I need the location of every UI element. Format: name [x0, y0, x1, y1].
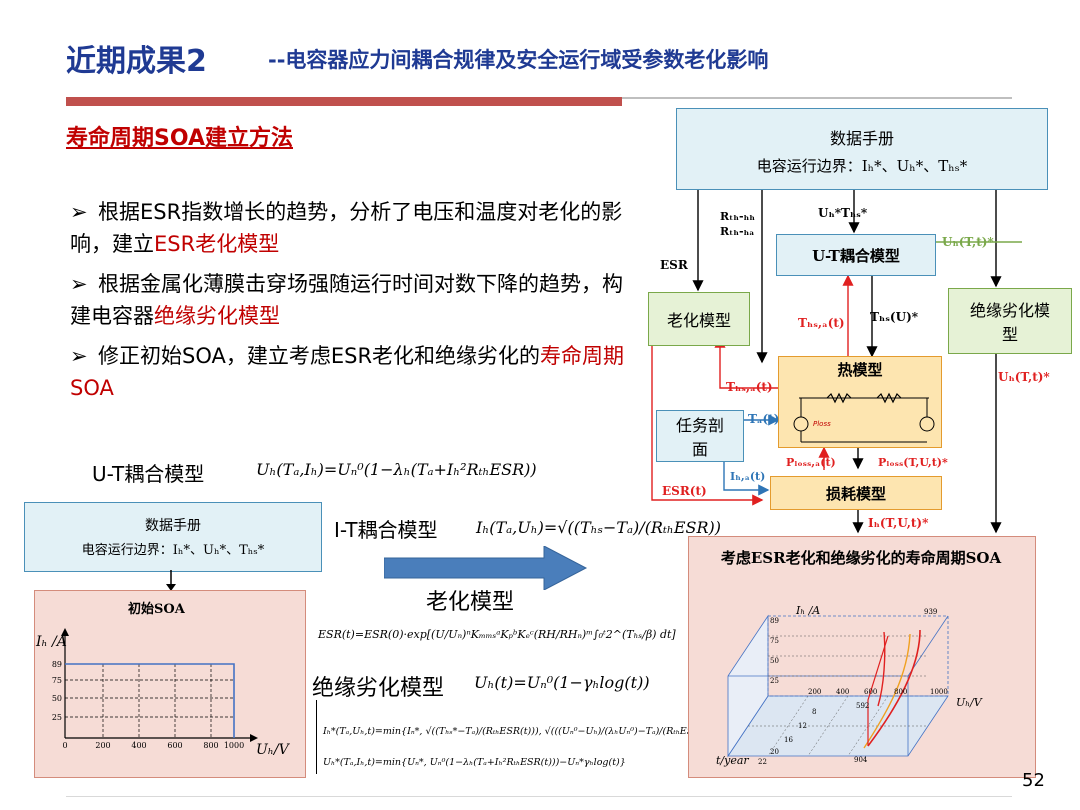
- svg-text:400: 400: [836, 688, 849, 696]
- flow-arrow: [384, 546, 588, 590]
- svg-text:75: 75: [52, 676, 62, 685]
- sig-rth-hc: Rₜₕ-ₕₕ: [720, 210, 755, 223]
- initial-soa-ylabel: Iₕ /A: [36, 634, 67, 650]
- initial-soa-xlabel: Uₕ/V: [256, 742, 289, 758]
- sig-rth-ca: Rₜₕ-ₕₐ: [720, 225, 755, 238]
- datasheet-down-arrow: [166, 570, 176, 591]
- svg-text:1000: 1000: [224, 741, 244, 750]
- lifecycle-soa-title: 考虑ESR老化和绝缘劣化的寿命周期SOA: [720, 549, 1002, 567]
- sig-ta: Tₐ(t): [748, 412, 780, 426]
- it-equation: Iₕ(Tₐ,Uₕ)=√((Tₕₛ−Tₐ)/(RₜₕESR)): [476, 518, 722, 537]
- lifecycle-soa-3d-plot: 89 75 50 25 200 400 600 800 1000 8 12 16…: [716, 604, 983, 767]
- svg-text:200: 200: [808, 688, 821, 696]
- datasheet-box-right: 数据手册 电容运行边界：Iₕ*、Uₕ*、Tₕₛ*: [676, 108, 1048, 190]
- section-heading: 寿命周期SOA建立方法: [66, 126, 293, 151]
- loss-model-block: 损耗模型: [770, 476, 942, 510]
- title-rule-red: [66, 97, 622, 106]
- svg-text:50: 50: [770, 657, 779, 665]
- svg-text:89: 89: [52, 660, 62, 669]
- svg-text:16: 16: [784, 736, 793, 744]
- page-title: 近期成果2: [66, 44, 207, 79]
- flow-connectors: [651, 190, 1022, 534]
- svg-text:400: 400: [131, 741, 146, 750]
- initial-soa-plot: 89 75 50 25 0 200 400 600 800 1000: [52, 628, 258, 750]
- svg-text:50: 50: [52, 694, 62, 703]
- aging-model-label: 老化模型: [426, 590, 515, 615]
- svg-text:Iₕ /A: Iₕ /A: [795, 604, 820, 617]
- bullet-1: ➢根据ESR指数增长的趋势，分析了电压和温度对老化的影响，建立ESR老化模型: [70, 200, 623, 256]
- svg-text:75: 75: [770, 637, 779, 645]
- svg-text:Uₕ/V: Uₕ/V: [956, 696, 983, 709]
- insulation-model-label: 绝缘劣化模型: [312, 676, 445, 701]
- svg-text:904: 904: [854, 756, 868, 764]
- svg-text:89: 89: [770, 617, 779, 625]
- sig-ploss: Pₗₒₛₛ(T,U,t)*: [878, 456, 948, 469]
- esr-equation: ESR(t)=ESR(0)·exp[(U/Uₙ)ⁿKₘₘₛᵃKₚᵇKₑᶜ(RH/…: [318, 628, 676, 641]
- svg-text:800: 800: [203, 741, 218, 750]
- footer-rule: [66, 796, 1012, 797]
- initial-soa-panel: [34, 590, 306, 778]
- svg-text:800: 800: [894, 688, 907, 696]
- thermal-model-block: 热模型 Ploss: [778, 356, 942, 448]
- sig-uc-t-right: Uₕ(T,t)*: [998, 370, 1050, 384]
- svg-text:8: 8: [812, 708, 816, 716]
- sig-ic: Iₕ(T,U,t)*: [868, 516, 929, 530]
- svg-text:592: 592: [856, 702, 869, 710]
- svg-text:t/year: t/year: [716, 754, 749, 767]
- svg-text:939: 939: [924, 608, 937, 616]
- svg-text:0: 0: [62, 741, 67, 750]
- sig-ths-u: Tₕₛ(U)*: [870, 310, 919, 324]
- svg-text:25: 25: [52, 713, 62, 722]
- svg-text:22: 22: [758, 758, 767, 766]
- title-rule-gray: [622, 97, 1012, 99]
- sig-esr-top: ESR: [660, 258, 688, 272]
- svg-text:600: 600: [167, 741, 182, 750]
- thermal-circuit: Ploss: [793, 392, 935, 443]
- page-subtitle: --电容器应力间耦合规律及安全运行域受参数老化影响: [268, 48, 769, 72]
- it-model-label: I-T耦合模型: [334, 518, 438, 542]
- insulation-model-block: 绝缘劣化模型: [948, 288, 1072, 354]
- svg-text:20: 20: [770, 748, 779, 756]
- bullet-3: ➢修正初始SOA，建立考虑ESR老化和绝缘劣化的寿命周期SOA: [70, 344, 625, 400]
- bullet-2: ➢根据金属化薄膜击穿场强随运行时间对数下降的趋势，构建电容器绝缘劣化模型: [70, 272, 623, 328]
- sig-ths-a: Tₕₛ,ₐ(t): [798, 316, 845, 330]
- page-number: 52: [1022, 770, 1045, 791]
- sig-ths-a2: Tₕₛ,ₐ(t): [726, 380, 773, 394]
- svg-text:200: 200: [95, 741, 110, 750]
- sig-uc-ths: Uₕ*Tₕₛ*: [818, 206, 868, 220]
- sig-uc-t-top: Uₕ(T,t)*: [942, 235, 994, 249]
- task-profile-block: 任务剖面: [656, 410, 744, 462]
- soa-system-equation: Iₕ*(Tₐ,Uₕ,t)=min{Iₙ*, √((Tₕₛ*−Tₐ)/(RₜₕES…: [316, 700, 725, 774]
- ut-coupling-block: U-T耦合模型: [776, 234, 936, 276]
- svg-text:25: 25: [770, 677, 779, 685]
- svg-text:1000: 1000: [930, 688, 948, 696]
- initial-soa-title: 初始SOA: [128, 602, 185, 617]
- datasheet-box-left: 数据手册 电容运行边界：Iₕ*、Uₕ*、Tₕₛ*: [24, 502, 322, 572]
- ut-model-label: U-T耦合模型: [92, 462, 205, 486]
- svg-text:12: 12: [798, 722, 807, 730]
- aging-model-block: 老化模型: [648, 292, 750, 346]
- sig-esr-t: ESR(t): [662, 484, 707, 498]
- sig-ic-a: Iₕ,ₐ(t): [730, 470, 766, 483]
- insulation-equation: Uₕ(t)=Uₙ⁰(1−γₕlog(t)): [474, 673, 650, 692]
- svg-text:Ploss: Ploss: [813, 420, 831, 428]
- sig-ploss-a: Pₗₒₛₛ,ₐ(t): [786, 456, 836, 469]
- svg-text:600: 600: [864, 688, 877, 696]
- ut-equation: Uₕ(Tₐ,Iₕ)=Uₙ⁰(1−λₕ(Tₐ+Iₕ²RₜₕESR)): [256, 460, 537, 479]
